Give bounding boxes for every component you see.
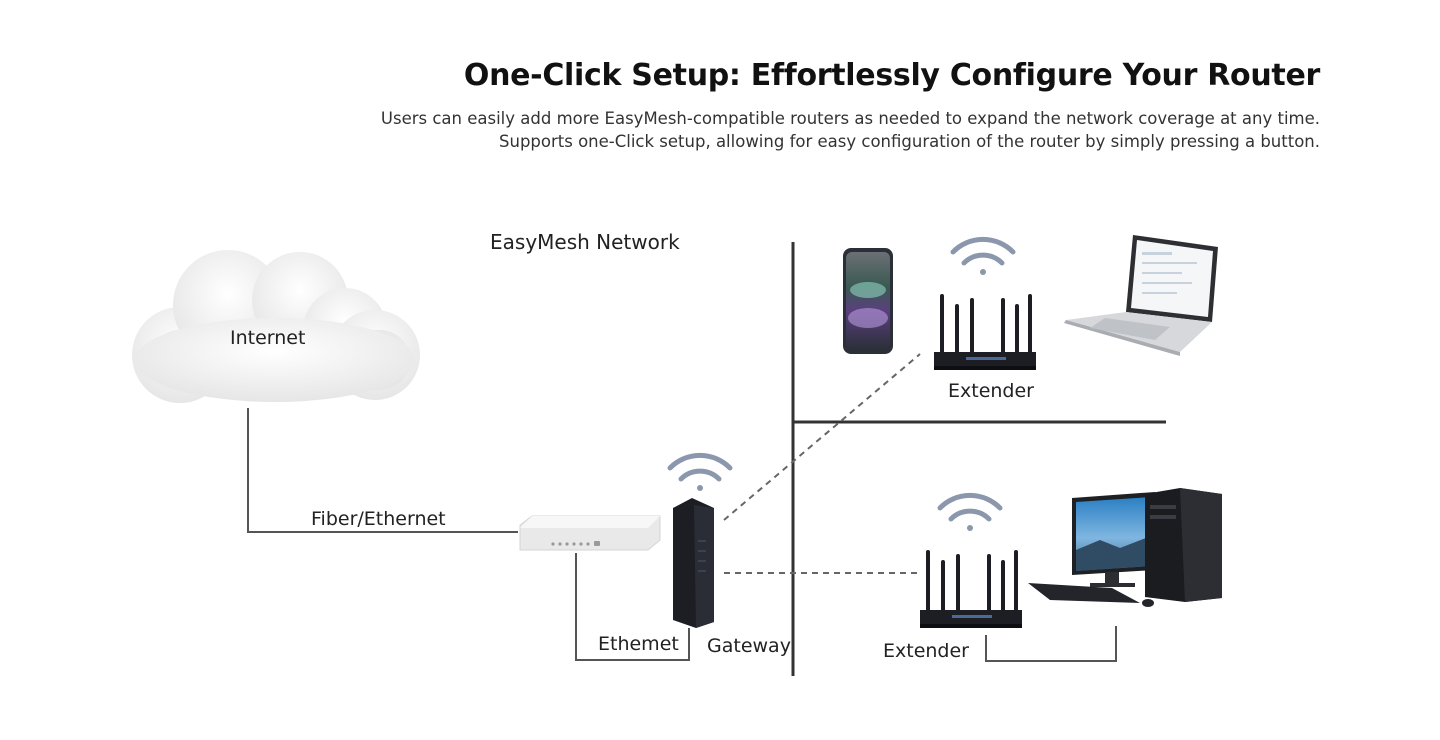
desktop-pc-icon	[1028, 488, 1222, 607]
header: One-Click Setup: Effortlessly Configure …	[381, 58, 1320, 153]
extender-top-label: Extender	[948, 380, 1034, 402]
subtitle-line-2: Supports one-Click setup, allowing for e…	[499, 132, 1320, 151]
wifi-icon-extender-top	[950, 236, 1016, 275]
backbone-lines	[791, 242, 1166, 676]
fiber-line	[247, 408, 518, 533]
wireless-link-top	[723, 353, 921, 521]
gateway-label: Gateway	[707, 635, 791, 657]
wifi-icon-gateway	[667, 452, 733, 491]
fiber-label: Fiber/Ethernet	[311, 508, 446, 530]
page-title: One-Click Setup: Effortlessly Configure …	[463, 58, 1320, 93]
page-subtitle: Users can easily add more EasyMesh-compa…	[381, 107, 1320, 153]
subtitle-line-1: Users can easily add more EasyMesh-compa…	[380, 109, 1320, 128]
extender-router-icon-top	[934, 294, 1036, 370]
ethernet-line	[575, 553, 690, 661]
gateway-router-icon	[673, 498, 714, 628]
cloud-icon	[132, 250, 420, 403]
ethernet-label: Ethemet	[598, 633, 679, 655]
extender-bottom-label: Extender	[883, 640, 969, 662]
wifi-icon-extender-bottom	[937, 492, 1003, 531]
wireless-links	[723, 353, 922, 574]
network-label: EasyMesh Network	[490, 230, 680, 254]
pc-link-line	[985, 626, 1117, 662]
modem-icon	[519, 515, 661, 551]
extender-router-icon-bottom	[920, 550, 1022, 628]
wired-lines	[247, 408, 1117, 662]
laptop-icon	[1064, 235, 1218, 356]
smartphone-icon	[843, 248, 893, 354]
internet-label: Internet	[230, 327, 306, 349]
